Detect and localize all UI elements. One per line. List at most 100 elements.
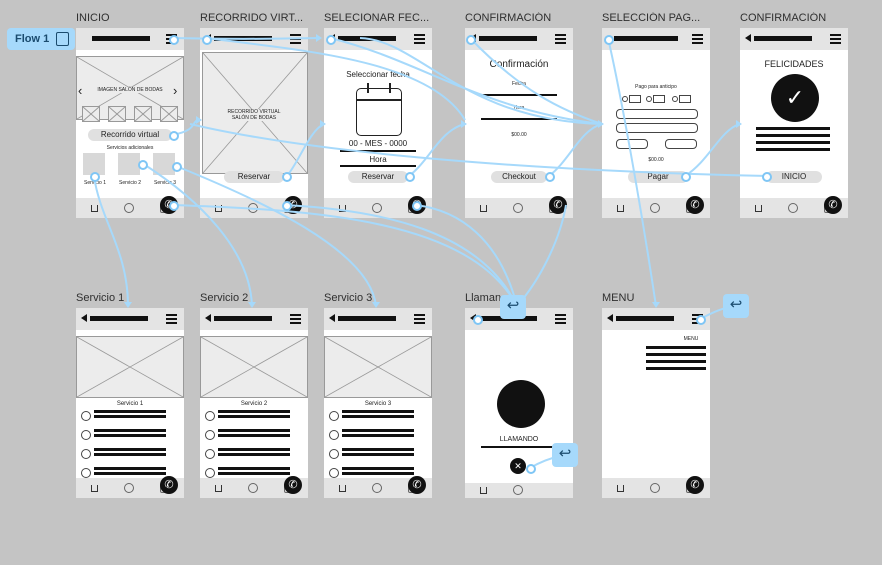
flow-node[interactable] [169, 131, 179, 141]
back-action-icon[interactable]: ↩ [723, 294, 749, 318]
frame-inicio[interactable]: IMAGEN SALÓN DE BODAS ‹ › Recorrido virt… [76, 28, 184, 218]
frame-servicio-2[interactable]: Servicio 2 ✆ [200, 308, 308, 498]
hour-label[interactable]: Hora [369, 155, 387, 164]
flow-node[interactable] [138, 160, 148, 170]
frame-servicio-3[interactable]: Servicio 3 ✆ [324, 308, 432, 498]
flow-node[interactable] [696, 315, 706, 325]
chevron-left-icon[interactable]: ‹ [78, 83, 83, 98]
menu-item[interactable] [646, 346, 706, 349]
option-radio[interactable] [205, 449, 215, 459]
card-name-field[interactable] [616, 123, 698, 133]
option-radio[interactable] [205, 468, 215, 478]
flow-node[interactable] [169, 35, 179, 45]
phone-icon[interactable]: ✆ [549, 196, 567, 214]
phone-icon[interactable]: ✆ [686, 196, 704, 214]
hamburger-icon[interactable] [555, 34, 566, 46]
phone-icon[interactable]: ✆ [160, 476, 178, 494]
frame-title-inicio: INICIO [76, 12, 110, 24]
hamburger-icon[interactable] [414, 34, 425, 46]
hamburger-icon[interactable] [830, 34, 841, 46]
flow-node[interactable] [169, 201, 179, 211]
menu-item[interactable] [646, 367, 706, 370]
back-arrow-icon[interactable] [607, 314, 613, 322]
option-radio[interactable] [329, 468, 339, 478]
flow-node[interactable] [282, 201, 292, 211]
hamburger-icon[interactable] [290, 314, 301, 326]
calendar-icon[interactable] [356, 83, 402, 136]
card-number-field[interactable] [616, 109, 698, 119]
frame-servicio-1[interactable]: Servicio 1 ✆ [76, 308, 184, 498]
hamburger-icon[interactable] [290, 34, 301, 46]
frame-confirmacion-final[interactable]: FELICIDADES ✓ INICIO ✆ [740, 28, 848, 218]
thumbnail[interactable] [160, 106, 178, 122]
flow-node[interactable] [405, 172, 415, 182]
pay-button[interactable]: Pagar [628, 171, 688, 183]
service-1-card[interactable] [83, 153, 105, 175]
back-arrow-icon[interactable] [745, 34, 751, 42]
cvv-field[interactable] [665, 139, 697, 149]
option-radio[interactable] [329, 411, 339, 421]
flow-node[interactable] [282, 172, 292, 182]
flow-node[interactable] [604, 35, 614, 45]
flow-node[interactable] [473, 315, 483, 325]
back-arrow-icon[interactable] [205, 314, 211, 322]
payment-radio[interactable] [672, 96, 678, 102]
option-radio[interactable] [81, 449, 91, 459]
phone-icon[interactable]: ✆ [408, 476, 426, 494]
thumbnail[interactable] [134, 106, 152, 122]
back-arrow-icon[interactable] [81, 314, 87, 322]
phone-icon[interactable]: ✆ [824, 196, 842, 214]
home-icon[interactable] [513, 485, 523, 495]
flow-node[interactable] [172, 162, 182, 172]
menu-item[interactable] [646, 353, 706, 356]
flow-start-badge[interactable]: Flow 1 [7, 28, 75, 50]
thumbnail[interactable] [108, 106, 126, 122]
menu-item[interactable] [646, 360, 706, 363]
option-radio[interactable] [81, 411, 91, 421]
back-arrow-icon[interactable] [329, 314, 335, 322]
hamburger-icon[interactable] [414, 314, 425, 326]
flow-node[interactable] [681, 172, 691, 182]
hamburger-icon[interactable] [555, 314, 566, 326]
back-action-icon[interactable]: ↩ [552, 443, 578, 467]
hang-up-icon[interactable]: ✕ [510, 458, 526, 474]
nav-icon[interactable] [480, 487, 487, 494]
payment-radio[interactable] [646, 96, 652, 102]
thumbnail[interactable] [82, 106, 100, 122]
option-radio[interactable] [81, 430, 91, 440]
phone-icon[interactable]: ✆ [284, 476, 302, 494]
flow-node[interactable] [202, 35, 212, 45]
checkout-button[interactable]: Checkout [491, 171, 547, 183]
chevron-right-icon[interactable]: › [173, 83, 178, 98]
reserve-button[interactable]: Reservar [224, 171, 284, 183]
option-radio[interactable] [329, 449, 339, 459]
frame-recorrido-virtual[interactable]: RECORRIDO VIRTUAL SALÓN DE BODAS Reserva… [200, 28, 308, 218]
flow-node[interactable] [545, 172, 555, 182]
option-radio[interactable] [205, 430, 215, 440]
phone-icon[interactable]: ✆ [686, 476, 704, 494]
expiry-field[interactable] [616, 139, 648, 149]
option-radio[interactable] [205, 411, 215, 421]
virtual-tour-button[interactable]: Recorrido virtual [88, 129, 172, 141]
hamburger-icon[interactable] [692, 34, 703, 46]
frame-seleccion-pago[interactable]: Pago para anticipo $00.00 Pagar ✆ [602, 28, 710, 218]
play-icon[interactable] [56, 32, 69, 46]
back-action-icon[interactable]: ↩ [500, 295, 526, 319]
flow-node[interactable] [762, 172, 772, 182]
flow-node[interactable] [466, 35, 476, 45]
flow-node[interactable] [526, 464, 536, 474]
frame-confirmacion[interactable]: Confirmación Fecha Hora $00.00 Checkout … [465, 28, 573, 218]
home-button[interactable]: INICIO [766, 171, 822, 183]
flow-node[interactable] [326, 35, 336, 45]
payment-radio[interactable] [622, 96, 628, 102]
frame-seleccionar-fecha[interactable]: Seleccionar fecha 00 - MES - 0000 Hora R… [324, 28, 432, 218]
flow-node[interactable] [412, 201, 422, 211]
option-radio[interactable] [329, 430, 339, 440]
hamburger-icon[interactable] [166, 314, 177, 326]
flow-node[interactable] [90, 172, 100, 182]
service-2-card[interactable] [118, 153, 140, 175]
option-radio[interactable] [81, 468, 91, 478]
reserve-button[interactable]: Reservar [348, 171, 408, 183]
date-value[interactable]: 00 - MES - 0000 [348, 139, 408, 148]
frame-menu[interactable]: MENU ✆ [602, 308, 710, 498]
